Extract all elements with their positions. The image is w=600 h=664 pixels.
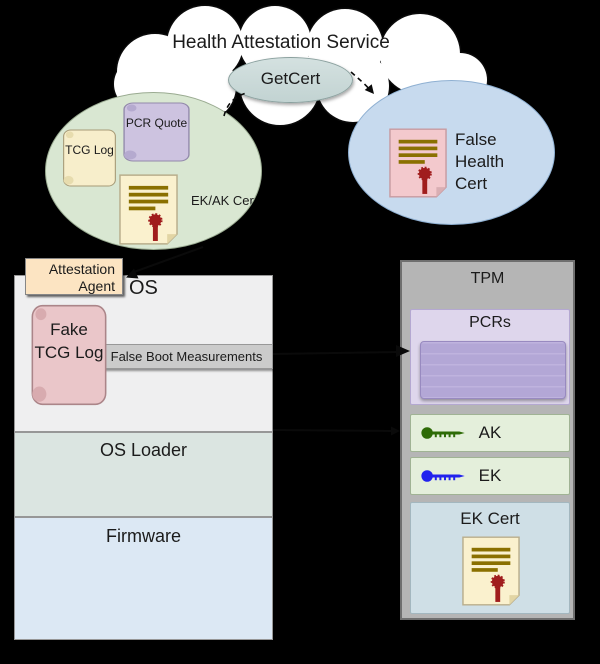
tcg-log-label: TCG Log <box>65 143 114 157</box>
pcr-register-bank <box>420 341 566 399</box>
ak-label: AK <box>478 423 502 442</box>
os-loader-box: OS Loader <box>14 432 273 517</box>
measurements-to-pcrs-arrow <box>272 351 399 355</box>
os-to-ak-arrow <box>272 429 393 432</box>
getcert-node: GetCert <box>228 57 353 103</box>
false-health-certificate-icon <box>389 128 447 198</box>
tpm-title: TPM <box>470 270 505 287</box>
ek-certificate-icon <box>462 536 520 606</box>
firmware-box: Firmware <box>14 517 273 640</box>
ek-cert-box: EK Cert <box>410 502 570 614</box>
fake-tcg-log-label: Fake TCG Log <box>34 320 104 362</box>
pcrs-label: PCRs <box>469 314 511 331</box>
ek-label: EK <box>478 466 502 485</box>
fake-tcg-log-scroll-icon <box>31 304 107 406</box>
os-label: OS <box>129 277 158 299</box>
tcg-log-scroll-icon <box>63 129 116 187</box>
ek-row: EK <box>410 457 570 495</box>
ek-key-icon <box>421 470 465 482</box>
tpm-box: TPM PCRs AK <box>400 260 575 620</box>
ak-key-icon <box>421 427 465 439</box>
ek-cert-label: EK Cert <box>460 509 520 528</box>
pcr-quote-label: PCR Quote <box>125 116 188 130</box>
ek-ak-cert-label: EK/AK Cert <box>191 193 258 208</box>
bundle-to-agent-arrow <box>133 246 204 273</box>
pcrs-box: PCRs <box>410 309 570 405</box>
false-health-cert-ellipse <box>348 80 555 225</box>
ak-row: AK <box>410 414 570 452</box>
ek-ak-certificate-icon <box>119 174 178 245</box>
false-health-cert-label: False Health Cert <box>455 130 505 193</box>
false-boot-measurements-bar: False Boot Measurements <box>100 344 273 369</box>
attestation-agent-box: Attestation Agent <box>25 258 123 295</box>
pcr-quote-scroll-icon <box>123 102 190 162</box>
health-attestation-service-title: Health Attestation Service <box>172 32 390 53</box>
